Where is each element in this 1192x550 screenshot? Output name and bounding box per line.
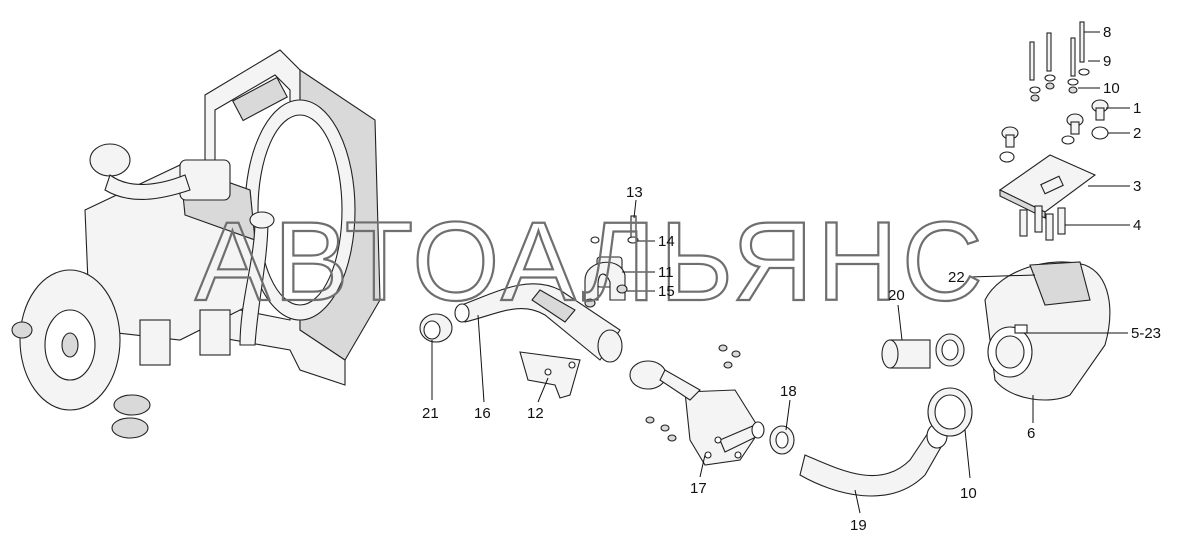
- callout-18: 18: [780, 383, 797, 400]
- watermark-text: АВТОАЛЬЯНС: [195, 199, 987, 324]
- callout-2: 2: [1133, 125, 1141, 142]
- engine-assembly: [11, 49, 381, 439]
- callout-12: 12: [527, 405, 544, 422]
- callout-10: 10: [960, 485, 977, 502]
- air-filter-group: [984, 261, 1111, 401]
- callout-11: 11: [658, 264, 674, 281]
- callout-9: 10: [1103, 80, 1120, 97]
- callout-1: 1: [1133, 100, 1141, 117]
- callout-22: 22: [948, 269, 965, 286]
- intake-pipe-group: [419, 283, 623, 363]
- bracket-11-group: [584, 215, 639, 308]
- callout-4: 4: [1133, 217, 1141, 234]
- hose-19-group: [769, 423, 948, 497]
- clamp-10-group: [927, 387, 973, 437]
- callout-7: 8: [1103, 24, 1111, 41]
- callout-14: 14: [658, 233, 675, 250]
- callout-19: 19: [850, 517, 867, 534]
- mount-plate-group: [998, 99, 1109, 241]
- callout-labels: 8 9 10 1 2 3 4 5-23 6 10 13 14 11 15 12 …: [422, 24, 1161, 534]
- callout-16: 16: [474, 405, 491, 422]
- callout-5-23: 5-23: [1131, 325, 1161, 342]
- callout-17: 17: [690, 480, 707, 497]
- callout-13: 13: [626, 184, 643, 201]
- bracket-12-group: [519, 351, 581, 399]
- callout-15: 15: [658, 283, 675, 300]
- sleeve-20-group: [881, 333, 965, 369]
- callout-6: 6: [1027, 425, 1035, 442]
- leader-lines: [431, 31, 1130, 514]
- callout-8: 9: [1103, 53, 1111, 70]
- elbow-17-group: [629, 344, 765, 466]
- callout-21: 21: [422, 405, 439, 422]
- callout-3: 3: [1133, 178, 1141, 195]
- bolts-7-9-group: [1029, 21, 1090, 102]
- callout-20: 20: [888, 287, 905, 304]
